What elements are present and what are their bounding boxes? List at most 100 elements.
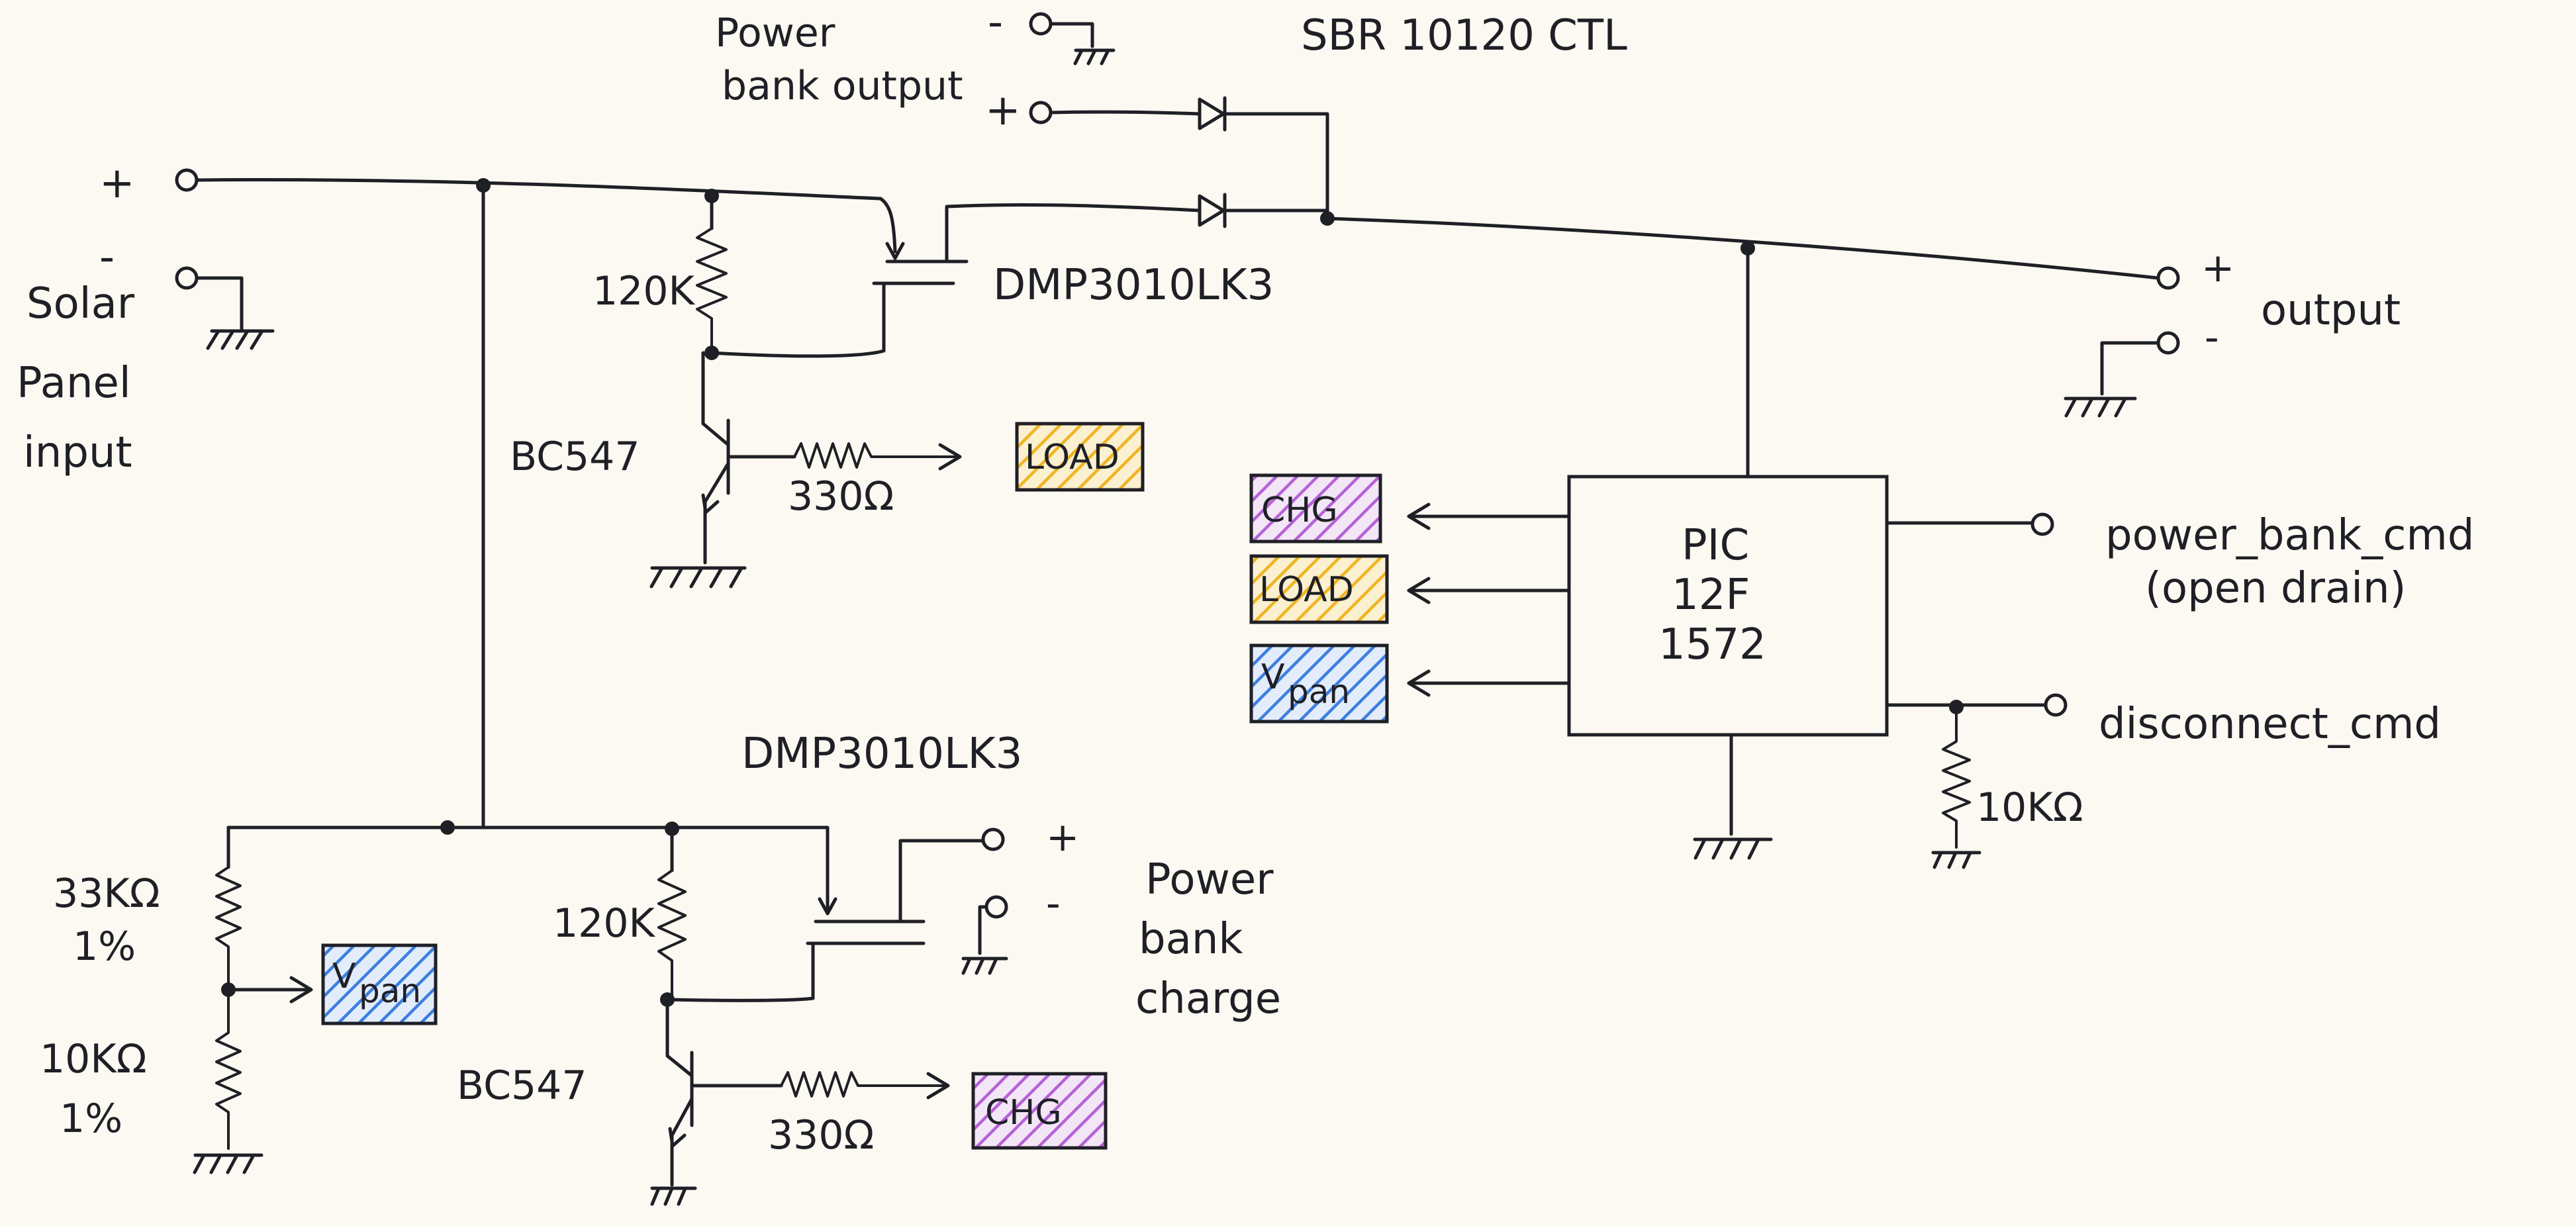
bjt-bottom-emitter-arrow (668, 1127, 687, 1148)
bottom-rail (226, 825, 830, 848)
wire (1049, 110, 1202, 116)
arrow-head (289, 976, 313, 1004)
pb-charge-label-3: charge (1135, 974, 1281, 1023)
output-label: output (2261, 286, 2401, 335)
chg-tag-box (1249, 473, 1382, 543)
chg-tag-mcu: CHG (1249, 473, 1382, 543)
ground-symbol (2064, 397, 2137, 418)
load-tag-box (1015, 422, 1145, 492)
pb-charge-plus-terminal (981, 827, 1005, 851)
gate-wire-top (710, 283, 886, 358)
load-tag-mcu: LOAD (1249, 554, 1389, 624)
bottom-section: 33KΩ 1% V pan 10KΩ 1% 120K + - (40, 730, 1281, 1206)
ground-symbol (1693, 837, 1773, 860)
ground-symbol (961, 957, 1008, 975)
resistor-10k-divider (215, 988, 242, 1150)
vpan-tag-v: V (1261, 657, 1285, 697)
wire (2100, 341, 2160, 396)
vpan-tag-box (321, 943, 438, 1025)
junction-dot (476, 178, 491, 193)
resistor-330-top (793, 442, 961, 469)
mosfet-top-source (879, 197, 897, 254)
wire (978, 905, 988, 955)
bjt-top-emitter-arrow (701, 493, 720, 514)
output-rail (1325, 216, 2160, 280)
arrow-head (926, 1072, 950, 1100)
pb-output-minus-terminal (1029, 12, 1053, 36)
ground-symbol (206, 329, 275, 350)
mcu-label-2: 12F (1672, 571, 1750, 620)
pb-output-plus-terminal (1029, 101, 1053, 124)
solar-plus-terminal (175, 168, 199, 192)
vpan-tag-box (1249, 643, 1389, 724)
solar-label-2: Panel (17, 359, 131, 408)
pb-charge-minus-terminal (984, 895, 1008, 919)
solar-minus-terminal (175, 266, 199, 290)
solar-input-section: + - Solar Panel input (17, 159, 275, 477)
res-330-top-label: 330Ω (788, 473, 894, 520)
pb-charge-minus-label: - (1046, 880, 1061, 927)
res-10k-divider-tol: 1% (60, 1096, 122, 1142)
vpan-tag-sub: pan (359, 972, 421, 1010)
bjt-top-emitter (703, 461, 730, 565)
pb-output-minus-label: - (988, 0, 1003, 47)
res-120k-bottom-label: 120K (553, 900, 656, 947)
load-tag-box (1249, 554, 1389, 624)
vpan-tag-mcu: V pan (1249, 643, 1389, 724)
ground-symbol (650, 1186, 697, 1206)
resistor-120k-top (696, 227, 728, 352)
res-10k-pulldown-label: 10KΩ (1976, 784, 2083, 831)
ground-symbol (1931, 851, 1981, 869)
power-bank-cmd-sub: (open drain) (2145, 564, 2407, 613)
disconnect-cmd-terminal (2044, 693, 2068, 717)
arrow-head (1407, 502, 1431, 530)
ground-symbol (1073, 48, 1116, 66)
pb-output-label-1: Power (715, 10, 835, 56)
power-bank-cmd-terminal (2030, 512, 2054, 536)
mosfet-arrow (818, 897, 837, 916)
resistor-330-bottom (780, 1071, 949, 1098)
load-tag-top: LOAD (1015, 422, 1145, 492)
solar-plus-label: + (99, 159, 135, 208)
wire (1049, 22, 1094, 48)
ground-symbol (193, 1153, 263, 1174)
mosfet-bottom-drain (898, 839, 985, 922)
res-33k-tol: 1% (73, 923, 136, 970)
resistor-120k-bottom (657, 869, 687, 1000)
resistor-33k (215, 866, 242, 990)
diode-1 (1198, 97, 1225, 130)
res-33k-label: 33KΩ (53, 871, 160, 917)
ground-symbol (649, 566, 747, 589)
solar-label-1: Solar (26, 279, 135, 328)
pic-mcu: PIC 12F 1572 CHG LOAD V pan power_bank (1249, 473, 2474, 869)
pb-charge-label-2: bank (1139, 915, 1243, 964)
bjt-top-label: BC547 (510, 434, 640, 480)
wire (1223, 112, 1329, 217)
resistor-10k-pulldown (1942, 706, 1971, 849)
pb-charge-plus-label: + (1046, 814, 1079, 861)
top-switch-stage: 120K DMP3010LK3 BC547 330Ω LOAD (510, 189, 1274, 589)
vpan-tag-sub: pan (1288, 673, 1350, 711)
gate-wire-bottom (665, 941, 815, 1002)
output-section: + - output (1325, 216, 2401, 479)
chg-tag-text: CHG (1261, 491, 1338, 530)
vpan-tag-v: V (332, 957, 356, 996)
pb-charge-label-1: Power (1145, 855, 1274, 904)
load-tag-text: LOAD (1259, 570, 1354, 610)
chg-tag-box (971, 1072, 1108, 1150)
diode-part-label: SBR 10120 CTL (1301, 11, 1627, 60)
mosfet-bottom-label: DMP3010LK3 (741, 730, 1022, 778)
mosfet-top-drain (945, 203, 1202, 261)
power-bank-output-section: Power bank output - + SBR 10120 CTL (715, 0, 1627, 228)
solar-positive-rail (195, 178, 883, 201)
chg-tag-text: CHG (985, 1093, 1062, 1133)
output-plus-label: + (2201, 245, 2234, 291)
vpan-tag-divider: V pan (321, 943, 438, 1025)
mcu-label-3: 1572 (1658, 620, 1766, 669)
res-330-bottom-label: 330Ω (768, 1112, 874, 1158)
arrow-head (938, 443, 962, 471)
pb-output-plus-label: + (985, 86, 1021, 135)
bjt-bottom-label: BC547 (457, 1062, 587, 1109)
diode-2 (1198, 194, 1225, 227)
